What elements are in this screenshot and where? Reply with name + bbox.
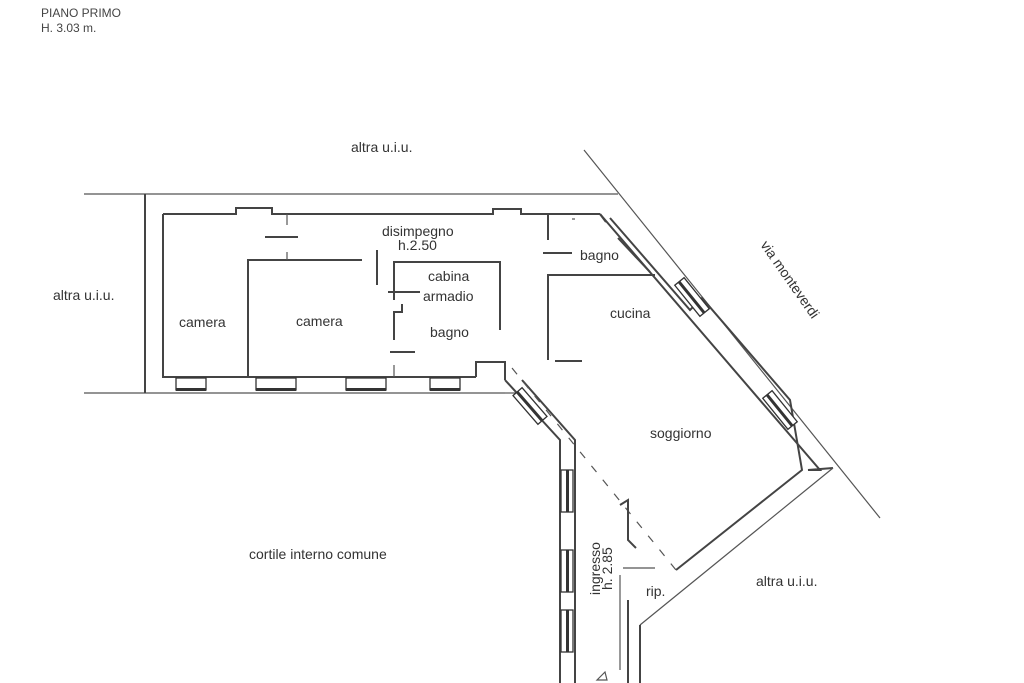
outer-walls xyxy=(84,193,618,394)
label-ingresso-height: h. 2.85 xyxy=(599,547,615,590)
label-cucina: cucina xyxy=(610,305,651,321)
label-rip: rip. xyxy=(646,583,665,599)
floor-height: H. 3.03 m. xyxy=(41,21,97,35)
label-ingresso: ingresso xyxy=(587,542,603,595)
label-armadio: armadio xyxy=(423,288,474,304)
window xyxy=(345,377,387,391)
window xyxy=(560,609,574,653)
floor-title: PIANO PRIMO xyxy=(41,6,122,20)
plan-header: PIANO PRIMO H. 3.03 m. xyxy=(41,6,121,36)
windows xyxy=(175,276,799,653)
label-bagno-1: bagno xyxy=(430,324,469,340)
label-camera-2: camera xyxy=(296,313,343,329)
label-disimpegno-height: h.2.50 xyxy=(398,237,437,253)
window xyxy=(560,549,574,593)
label-soggiorno: soggiorno xyxy=(650,425,712,441)
label-camera-1: camera xyxy=(179,314,226,330)
label-disimpegno: disimpegno xyxy=(382,223,454,239)
window xyxy=(560,469,574,513)
label-altra-right: altra u.i.u. xyxy=(756,573,817,589)
window xyxy=(429,377,461,391)
label-altra-left: altra u.i.u. xyxy=(53,287,114,303)
label-cortile: cortile interno comune xyxy=(249,546,387,562)
window xyxy=(512,386,548,426)
window xyxy=(255,377,297,391)
label-altra-top: altra u.i.u. xyxy=(351,139,412,155)
diagonal-block xyxy=(504,149,881,683)
label-cabina: cabina xyxy=(428,268,469,284)
label-bagno-2: bagno xyxy=(580,247,619,263)
window xyxy=(175,377,207,391)
window xyxy=(673,276,711,318)
window xyxy=(761,389,799,431)
room-labels: altra u.i.u. altra u.i.u. altra u.i.u. d… xyxy=(53,139,823,599)
label-street: via monteverdi xyxy=(758,238,823,322)
